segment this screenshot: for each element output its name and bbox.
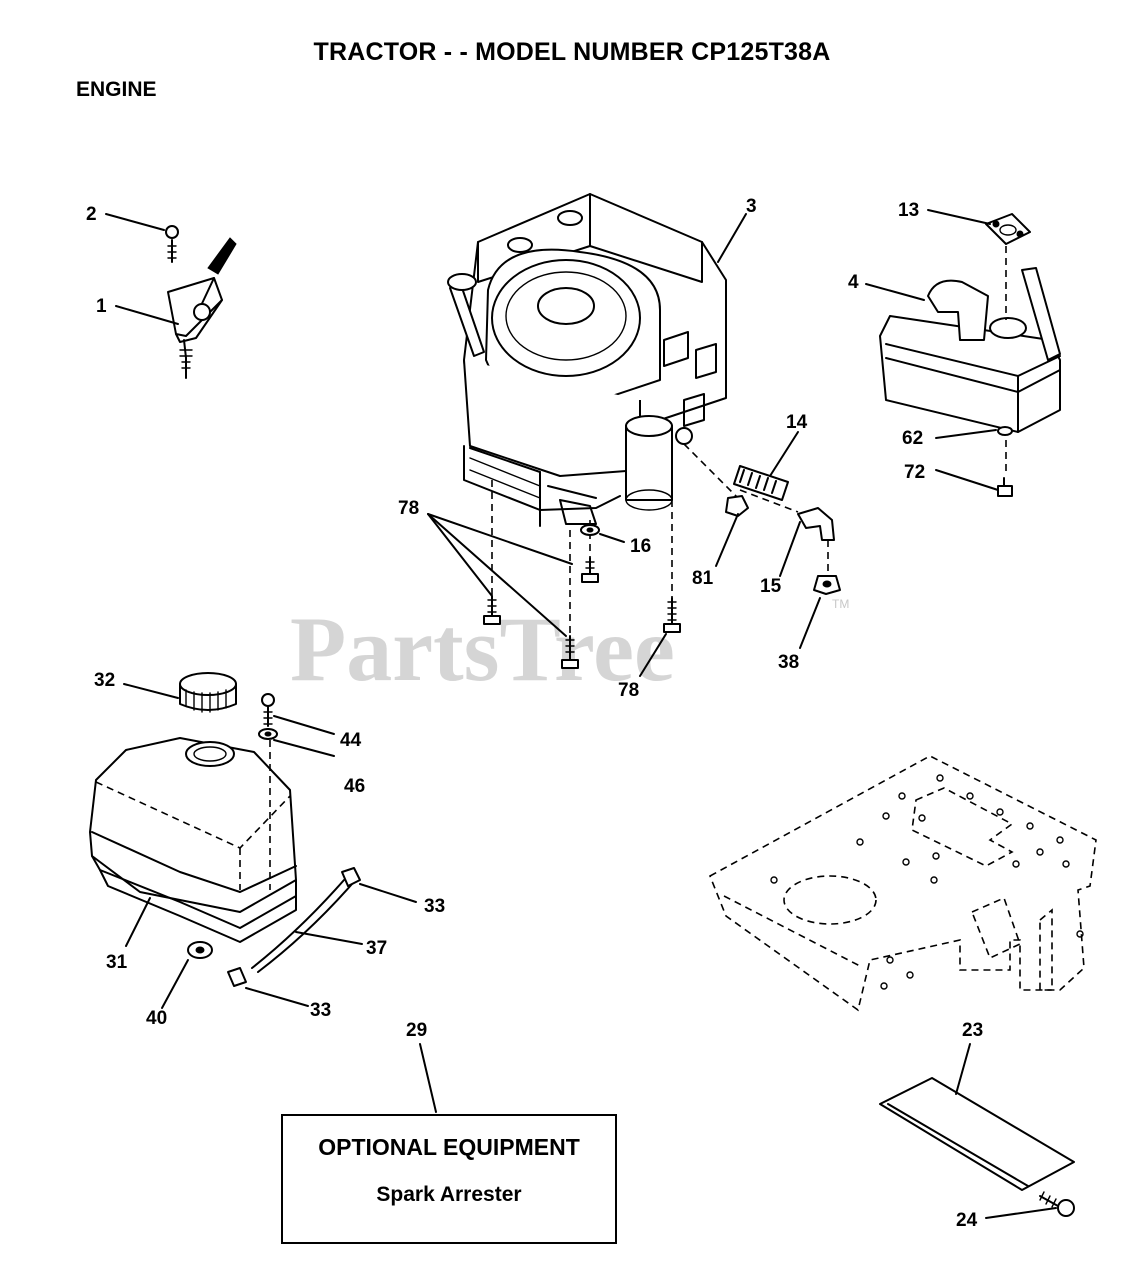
optional-equipment-title: OPTIONAL EQUIPMENT — [318, 1134, 580, 1160]
callout-33-lower: 33 — [310, 1000, 331, 1021]
optional-equipment-box: OPTIONAL EQUIPMENT Spark Arrester — [281, 1114, 617, 1244]
section-label: ENGINE — [76, 78, 157, 101]
watermark-trademark: TM — [832, 597, 849, 611]
leader-lines — [105, 209, 1057, 1219]
callout-38: 38 — [778, 652, 799, 673]
callout-16: 16 — [630, 536, 651, 557]
callout-72: 72 — [904, 462, 925, 483]
watermark-text: PartsTree — [290, 598, 675, 700]
callout-78-single: 78 — [618, 680, 639, 701]
callout-40: 40 — [146, 1008, 167, 1029]
heat-shield-drawing — [879, 1077, 1075, 1217]
fuel-tank-drawing — [89, 672, 361, 987]
fittings-drawing — [683, 443, 841, 595]
callout-31: 31 — [106, 952, 128, 973]
callout-2: 2 — [86, 204, 97, 225]
callout-15: 15 — [760, 576, 782, 597]
muffler-drawing — [879, 213, 1061, 497]
callout-13: 13 — [898, 200, 919, 221]
part-callouts: 2 1 3 4 13 14 62 72 78 16 81 15 38 78 32… — [86, 196, 983, 1231]
callout-62: 62 — [902, 428, 923, 449]
callout-46: 46 — [344, 776, 365, 797]
callout-33-upper: 33 — [424, 896, 445, 917]
throttle-control-drawing — [165, 225, 237, 379]
callout-23: 23 — [962, 1020, 983, 1041]
frame-plate-drawing — [708, 755, 1097, 1012]
page-title: TRACTOR - - MODEL NUMBER CP125T38A — [313, 38, 831, 66]
callout-4: 4 — [848, 272, 859, 293]
callout-44: 44 — [340, 730, 362, 751]
callout-1: 1 — [96, 296, 107, 317]
callout-3: 3 — [746, 196, 757, 217]
callout-32: 32 — [94, 670, 115, 691]
callout-29: 29 — [406, 1020, 427, 1041]
callout-24: 24 — [956, 1210, 978, 1231]
engine-drawing — [447, 193, 727, 640]
callout-78-group: 78 — [398, 498, 419, 519]
engine-bolts-drawing — [483, 524, 681, 669]
optional-equipment-item: Spark Arrester — [376, 1183, 522, 1206]
callout-37: 37 — [366, 938, 387, 959]
callout-14: 14 — [786, 412, 808, 433]
callout-81: 81 — [692, 568, 714, 589]
